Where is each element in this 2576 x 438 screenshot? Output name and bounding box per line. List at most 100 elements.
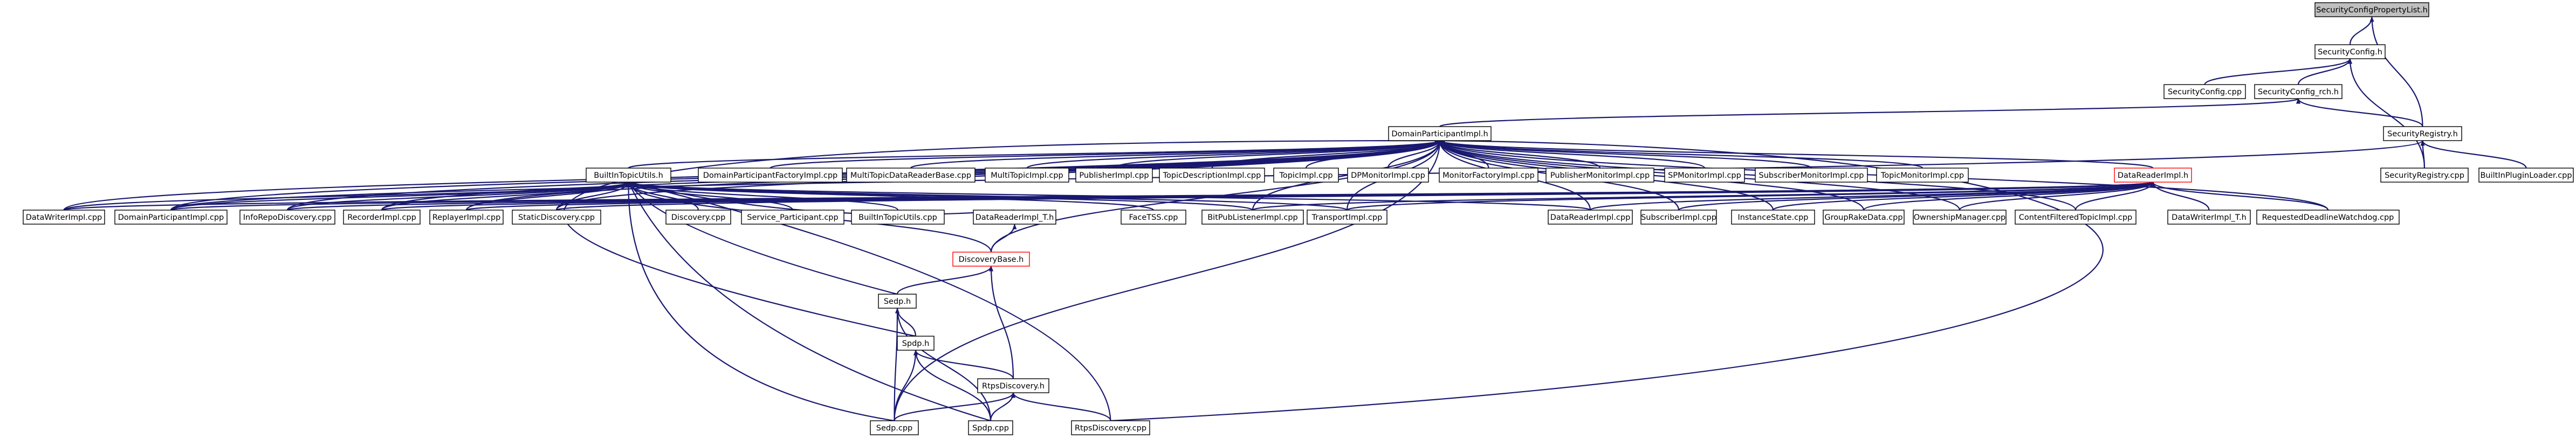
node-pmi[interactable]: PublisherMonitorImpl.cpp: [1545, 168, 1654, 183]
node-box[interactable]: [1071, 420, 1150, 435]
node-box[interactable]: [1439, 168, 1538, 183]
node-dpmi[interactable]: DPMonitorImpl.cpp: [1347, 168, 1429, 183]
node-srh[interactable]: SecurityRegistry.h: [2383, 126, 2462, 141]
node-box[interactable]: [2380, 168, 2469, 183]
node-box[interactable]: [429, 210, 504, 225]
node-ti[interactable]: TopicImpl.cpp: [1273, 168, 1339, 183]
node-sch[interactable]: SecurityConfig.h: [2314, 44, 2386, 59]
node-mfi[interactable]: MonitorFactoryImpl.cpp: [1439, 168, 1538, 183]
node-box[interactable]: [985, 168, 1069, 183]
node-box[interactable]: [343, 210, 421, 225]
node-face[interactable]: FaceTSS.cpp: [1121, 210, 1186, 225]
node-box[interactable]: [952, 252, 1030, 267]
node-drih[interactable]: DataReaderImpl.h: [2114, 168, 2192, 183]
node-dricpp[interactable]: DataReaderImpl.cpp: [1548, 210, 1633, 225]
node-btucpp[interactable]: BuiltInTopicUtils.cpp: [851, 210, 945, 225]
node-pub[interactable]: PublisherImpl.cpp: [1075, 168, 1153, 183]
node-bpl[interactable]: BitPubListenerImpl.cpp: [1201, 210, 1304, 225]
node-box[interactable]: [2256, 210, 2400, 225]
node-box[interactable]: [1755, 168, 1868, 183]
node-grd[interactable]: GroupRakeData.cpp: [1823, 210, 1905, 225]
node-inst[interactable]: InstanceState.cpp: [1731, 210, 1815, 225]
node-scpl[interactable]: SecurityConfigPropertyList.h: [2314, 2, 2429, 17]
node-mti[interactable]: MultiTopicImpl.cpp: [985, 168, 1069, 183]
node-cft[interactable]: ContentFilteredTopicImpl.cpp: [2015, 210, 2137, 225]
node-box[interactable]: [698, 168, 843, 183]
node-box[interactable]: [1876, 168, 1969, 183]
node-ird[interactable]: InfoRepoDiscovery.cpp: [239, 210, 335, 225]
node-box[interactable]: [23, 210, 105, 225]
node-box[interactable]: [114, 210, 228, 225]
node-rtpscpp[interactable]: RtpsDiscovery.cpp: [1071, 420, 1150, 435]
node-rep[interactable]: ReplayerImpl.cpp: [429, 210, 504, 225]
node-box[interactable]: [2163, 84, 2246, 99]
node-box[interactable]: [1159, 168, 1265, 183]
node-sd[interactable]: StaticDiscovery.cpp: [512, 210, 601, 225]
node-box[interactable]: [2015, 210, 2137, 225]
node-box[interactable]: [851, 210, 945, 225]
node-subi[interactable]: SubscriberImpl.cpp: [1640, 210, 1717, 225]
node-box[interactable]: [2478, 168, 2574, 183]
node-box[interactable]: [239, 210, 335, 225]
node-tmi[interactable]: TopicMonitorImpl.cpp: [1876, 168, 1969, 183]
node-drit[interactable]: DataReaderImpl_T.h: [973, 210, 1056, 225]
node-box[interactable]: [897, 336, 935, 351]
node-box[interactable]: [1731, 210, 1815, 225]
node-box[interactable]: [1823, 210, 1905, 225]
node-spmi[interactable]: SPMonitorImpl.cpp: [1664, 168, 1745, 183]
node-box[interactable]: [1201, 210, 1304, 225]
node-box[interactable]: [968, 420, 1013, 435]
node-dpih[interactable]: DomainParticipantImpl.h: [1388, 126, 1492, 141]
node-sedph[interactable]: Sedp.h: [878, 294, 917, 309]
node-spdph[interactable]: Spdp.h: [897, 336, 935, 351]
node-disc[interactable]: Discovery.cpp: [665, 210, 731, 225]
node-box[interactable]: [2114, 168, 2192, 183]
node-trans[interactable]: TransportImpl.cpp: [1307, 210, 1387, 225]
node-box[interactable]: [878, 294, 917, 309]
node-box[interactable]: [2167, 210, 2251, 225]
node-scrch[interactable]: SecurityConfig_rch.h: [2254, 84, 2343, 99]
node-box[interactable]: [1273, 168, 1339, 183]
node-box[interactable]: [2254, 84, 2343, 99]
node-box[interactable]: [1545, 168, 1654, 183]
node-dpfi[interactable]: DomainParticipantFactoryImpl.cpp: [698, 168, 843, 183]
node-srcpp[interactable]: SecurityRegistry.cpp: [2380, 168, 2469, 183]
node-smi[interactable]: SubscriberMonitorImpl.cpp: [1755, 168, 1868, 183]
node-box[interactable]: [870, 420, 919, 435]
node-box[interactable]: [2314, 44, 2386, 59]
node-bipl[interactable]: BuiltInPluginLoader.cpp: [2478, 168, 2574, 183]
node-dbh[interactable]: DiscoveryBase.h: [952, 252, 1030, 267]
node-rtpsh[interactable]: RtpsDiscovery.h: [977, 378, 1049, 393]
node-rec[interactable]: RecorderImpl.cpp: [343, 210, 421, 225]
node-box[interactable]: [977, 378, 1049, 393]
node-sedpcpp[interactable]: Sedp.cpp: [870, 420, 919, 435]
node-box[interactable]: [1913, 210, 2007, 225]
node-dpicpp[interactable]: DomainParticipantImpl.cpp: [114, 210, 228, 225]
node-box[interactable]: [1548, 210, 1633, 225]
node-box[interactable]: [512, 210, 601, 225]
node-box[interactable]: [741, 210, 844, 225]
node-mtdr[interactable]: MultiTopicDataReaderBase.cpp: [846, 168, 976, 183]
node-box[interactable]: [1640, 210, 1717, 225]
node-box[interactable]: [1664, 168, 1745, 183]
node-box[interactable]: [846, 168, 976, 183]
node-box[interactable]: [586, 168, 671, 183]
node-dwi[interactable]: DataWriterImpl.cpp: [23, 210, 105, 225]
node-box[interactable]: [665, 210, 731, 225]
node-box[interactable]: [2314, 2, 2429, 17]
node-box[interactable]: [1347, 168, 1429, 183]
node-btu[interactable]: BuiltInTopicUtils.h: [586, 168, 671, 183]
node-spdpcpp[interactable]: Spdp.cpp: [968, 420, 1013, 435]
node-om[interactable]: OwnershipManager.cpp: [1913, 210, 2007, 225]
node-box[interactable]: [1307, 210, 1387, 225]
node-tdi[interactable]: TopicDescriptionImpl.cpp: [1159, 168, 1265, 183]
node-box[interactable]: [1075, 168, 1153, 183]
node-dwit[interactable]: DataWriterImpl_T.h: [2167, 210, 2251, 225]
node-box[interactable]: [1388, 126, 1492, 141]
node-rdw[interactable]: RequestedDeadlineWatchdog.cpp: [2256, 210, 2400, 225]
node-sp[interactable]: Service_Participant.cpp: [741, 210, 844, 225]
node-sccpp[interactable]: SecurityConfig.cpp: [2163, 84, 2246, 99]
node-box[interactable]: [2383, 126, 2462, 141]
node-box[interactable]: [973, 210, 1056, 225]
node-box[interactable]: [1121, 210, 1186, 225]
